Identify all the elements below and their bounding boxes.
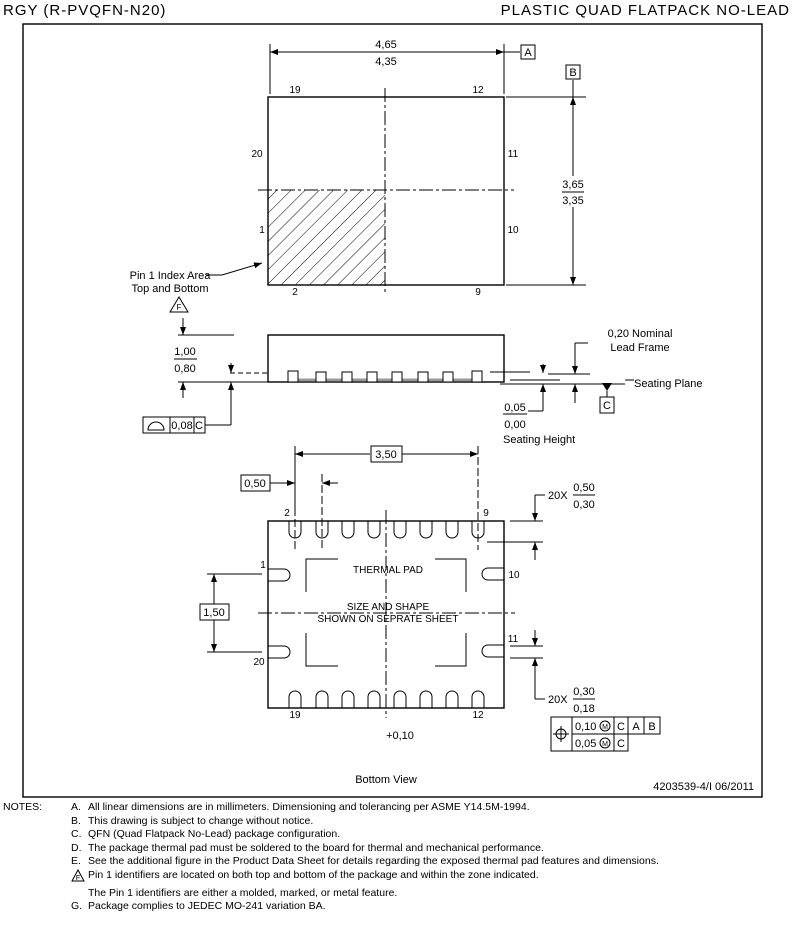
datum-ref: C <box>617 738 625 750</box>
note-text: The Pin 1 identifiers are either a molde… <box>88 886 398 899</box>
pin1-label: Pin 1 Index Area <box>130 270 212 282</box>
mmc: M <box>602 724 608 731</box>
lead-frame-label: 0,20 Nominal <box>608 328 673 340</box>
pin-label: 1 <box>259 225 265 236</box>
height-min: 3,35 <box>562 195 583 207</box>
width-max: 4,65 <box>375 39 396 51</box>
note-letter: B. <box>71 814 81 827</box>
pad-span-box <box>199 603 230 621</box>
pin-label: 10 <box>507 225 519 236</box>
mmc-icon <box>599 720 611 732</box>
pad-pitch-span: 1,50 <box>203 607 224 619</box>
note-letter: D. <box>71 841 82 854</box>
length-min: 0,30 <box>573 499 594 511</box>
datum-ref: C <box>617 721 625 733</box>
note-letter: G. <box>71 900 83 913</box>
width-max: 0,30 <box>573 686 594 698</box>
pad-span: 3,50 <box>375 449 396 461</box>
height-max: 3,65 <box>562 179 583 191</box>
pin-label: 11 <box>508 149 519 160</box>
thermal-pad-label: THERMAL PAD <box>353 565 423 576</box>
position-tolerance-frame: 0,10 M C A B 0,05 M C <box>550 716 661 752</box>
pin-label: 2 <box>284 508 290 519</box>
pin-label: 1 <box>260 560 266 571</box>
pin-label: 19 <box>289 85 301 96</box>
pin-label: 2 <box>292 287 298 298</box>
side-pads <box>268 567 504 659</box>
flatness-datum: C <box>195 420 203 432</box>
note-f-flag-icon <box>169 296 189 313</box>
notes-label: NOTES: <box>3 801 43 813</box>
flatness-value: 0,08 <box>171 420 192 432</box>
pin-pitch: 0,50 <box>244 478 265 490</box>
note-letter: A. <box>71 801 81 813</box>
bottom-pads <box>288 690 485 708</box>
note-text: Pin 1 identifiers are located on both to… <box>88 868 539 881</box>
pin1-index-area <box>268 190 385 285</box>
tolerance-value: 0,05 <box>575 738 596 750</box>
tolerance-value: 0,10 <box>575 721 596 733</box>
pin-label: 9 <box>483 508 489 519</box>
length-qty: 20X <box>548 490 568 502</box>
side-view: 1,00 0,80 0,08 C 0,20 Nominal Lead Frame… <box>142 318 703 446</box>
top-view: 4,65 4,35 A B 3,65 3,35 19 12 20 11 1 10… <box>130 39 586 313</box>
pin-label: 11 <box>508 634 519 645</box>
seating-plane-label: Seating Plane <box>634 378 703 390</box>
mmc: M <box>602 741 608 748</box>
pin-label: 20 <box>253 657 265 668</box>
note-text: See the additional figure in the Product… <box>88 855 659 868</box>
note-text: Package complies to JEDEC MO-241 variati… <box>88 900 326 913</box>
thickness-max: 1,00 <box>174 346 195 358</box>
pin-label: 20 <box>251 149 263 160</box>
datum-ref: A <box>632 721 640 733</box>
offset-value: +0,10 <box>386 730 414 742</box>
flatness-frame <box>142 416 206 434</box>
mmc-icon <box>599 737 611 749</box>
datum-c-box <box>599 396 615 414</box>
span-box <box>370 445 403 463</box>
width-qty: 20X <box>548 694 568 706</box>
seating-max: 0,05 <box>504 402 525 414</box>
note-text: The package thermal pad must be soldered… <box>88 841 544 854</box>
package-code: RGY (R-PVQFN-N20) <box>3 2 166 19</box>
note-text: All linear dimensions are in millimeters… <box>88 801 530 813</box>
note-flag: F <box>177 303 182 312</box>
datum-b-box <box>565 64 581 80</box>
note-text: This drawing is subject to change withou… <box>88 814 314 827</box>
datum-b: B <box>569 67 576 79</box>
thickness-min: 0,80 <box>174 363 195 375</box>
thermal-pad-outline <box>305 558 467 667</box>
notes-section: NOTES: A. All linear dimensions are in mil… <box>3 801 659 914</box>
size-label: SIZE AND SHAPE <box>347 602 430 613</box>
bottom-view-caption: Bottom View <box>355 774 417 786</box>
pin1-label: Top and Bottom <box>131 283 208 295</box>
datum-ref: B <box>648 721 655 733</box>
pin-label: 12 <box>472 85 484 96</box>
note-f-flag-icon: F <box>71 868 88 887</box>
drawing-number: 4203539-4/I 06/2011 <box>653 781 754 793</box>
datum-a-box <box>520 44 536 60</box>
seating-height-label: Seating Height <box>503 434 575 446</box>
note-letter: F <box>76 875 80 882</box>
pin-label: 9 <box>475 287 481 298</box>
note-text: QFN (Quad Flatpack No-Lead) package conf… <box>88 828 341 841</box>
length-max: 0,50 <box>573 482 594 494</box>
width-min: 4,35 <box>375 56 396 68</box>
pin-label: 10 <box>508 570 520 581</box>
bottom-view: THERMAL PAD SIZE AND SHAPE SHOWN ON SEPR… <box>199 445 661 786</box>
datum-c: C <box>603 400 611 412</box>
datum-a: A <box>524 47 532 59</box>
package-body-side <box>267 334 505 383</box>
pin-label: 12 <box>472 710 484 721</box>
pin-label: 19 <box>289 710 301 721</box>
package-type: PLASTIC QUAD FLATPACK NO-LEAD <box>501 2 790 19</box>
size-label: SHOWN ON SEPRATE SHEET <box>318 614 459 625</box>
flatness-icon <box>147 421 165 431</box>
lead-frame-label: Lead Frame <box>610 342 669 354</box>
note-letter: E. <box>71 855 81 868</box>
drawing-frame <box>22 23 763 798</box>
seating-min: 0,00 <box>504 419 525 431</box>
width-min: 0,18 <box>573 703 594 715</box>
note-letter: C. <box>71 828 82 841</box>
